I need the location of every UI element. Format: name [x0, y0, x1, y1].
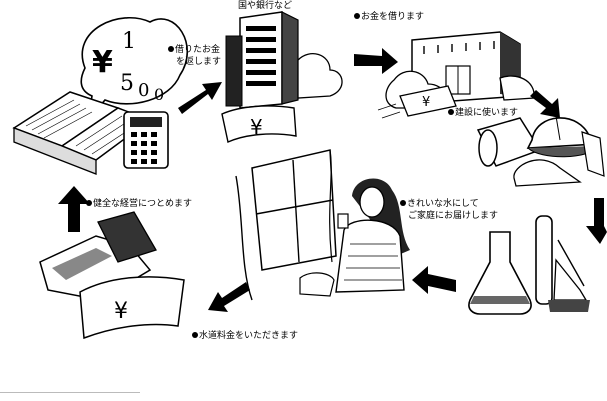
step-label-borrow: お金を借ります — [354, 11, 424, 23]
bubble-digit-0b: 0 — [154, 85, 164, 104]
lab-glassware — [468, 215, 590, 315]
woman-drinking-water — [235, 149, 410, 301]
step-label-deliver: きれいな水にして ご家庭にお届けします — [400, 198, 498, 222]
step-label-collect: 水道料金をいただきます — [192, 330, 298, 342]
step-label-repay-line2: を返します — [176, 57, 222, 67]
step-label-borrow-line1: お金を借ります — [361, 12, 425, 22]
step-label-deliver-line1: きれいな水にして — [407, 199, 479, 209]
step-label-repay: 借りたお金 を返します — [168, 44, 221, 68]
flying-bill-yen-mark: ¥ — [422, 95, 430, 110]
arrow-purify — [586, 198, 607, 244]
top-caption: 国や銀行など — [238, 1, 293, 11]
step-label-deliver-line2: ご家庭にお届けします — [408, 211, 499, 221]
bubble-digit-1: 1 — [122, 29, 136, 54]
arrow-deliver — [412, 266, 456, 294]
wallet-with-bills: ¥ — [39, 211, 185, 340]
construction-tools — [476, 115, 605, 187]
calculator — [123, 111, 169, 169]
step-label-collect-line1: 水道料金をいただきます — [199, 331, 299, 341]
wallet-bill-yen-mark: ¥ — [114, 299, 128, 324]
step-label-construct-line1: 建設に使います — [455, 108, 519, 118]
yen-bill-returned: ¥ — [221, 105, 297, 143]
bullet-dot — [86, 200, 92, 206]
bullet-dot — [168, 46, 174, 52]
arrow-repay — [178, 82, 222, 114]
open-ledger-book — [12, 91, 152, 175]
bubble-digit-0a: 0 — [138, 80, 149, 101]
tall-building — [225, 11, 343, 109]
arrow-construct — [530, 90, 560, 118]
bill-yen-mark: ¥ — [250, 115, 263, 139]
bullet-dot — [354, 13, 360, 19]
step-label-manage: 健全な経営につとめます — [86, 198, 192, 210]
arrow-collect — [208, 282, 250, 312]
arrow-borrow — [354, 48, 398, 74]
bubble-yen-glyph: ¥ — [92, 45, 113, 80]
bullet-dot — [192, 332, 198, 338]
bullet-dot — [400, 200, 406, 206]
step-label-manage-line1: 健全な経営につとめます — [93, 199, 193, 209]
bottom-rule — [0, 392, 140, 393]
yen-bill-flying: ¥ — [377, 85, 457, 119]
step-label-repay-line1: 借りたお金 — [175, 45, 221, 55]
step-label-construct: 建設に使います — [448, 107, 518, 119]
bubble-digit-5: 5 — [120, 71, 134, 96]
arrow-manage — [58, 186, 90, 232]
money-speech-bubble: ¥ 1 5 0 0 — [80, 17, 189, 123]
bullet-dot — [448, 109, 454, 115]
